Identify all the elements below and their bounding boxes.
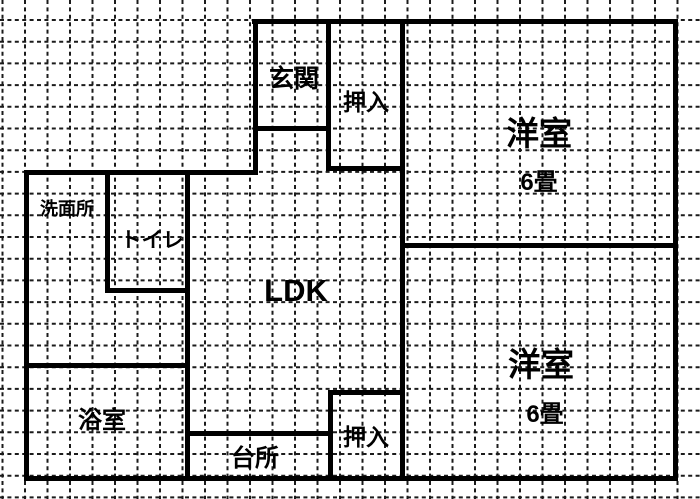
room-label-oshiire-upper: 押入: [343, 89, 389, 115]
room-label-yoshitsu-upper: 洋室: [506, 115, 572, 152]
wall-ldk-west: [185, 170, 190, 481]
wall-exterior-step-north: [24, 170, 258, 175]
wall-kitchen-north: [185, 431, 333, 436]
wall-toilet-west: [105, 170, 110, 293]
wall-exterior-left: [24, 170, 29, 481]
room-size-yoshitsu-upper: 6畳: [520, 169, 557, 196]
room-label-yoshitsu-lower: 洋室: [508, 346, 574, 383]
wall-oshiire-lower-north: [328, 390, 405, 395]
wall-genkan-east: [326, 19, 331, 171]
wall-yoshitsu-west: [400, 19, 405, 481]
wall-oshiire-lower-west: [328, 390, 333, 481]
wall-oshiire-upper-south: [326, 166, 405, 171]
walls: [24, 19, 678, 481]
room-label-toilet: トイレ: [121, 229, 184, 252]
wall-exterior-top: [252, 19, 678, 24]
room-label-ldk: LDK: [264, 273, 328, 308]
room-label-kitchen: 台所: [231, 444, 279, 472]
wall-exterior-right: [673, 19, 678, 481]
wall-yoshitsu-divider: [400, 243, 678, 248]
room-label-senmenjo: 洗面所: [40, 198, 94, 219]
wall-genkan-south: [253, 126, 331, 131]
room-label-oshiire-lower: 押入: [343, 424, 389, 450]
wall-toilet-south: [105, 288, 190, 293]
room-size-yoshitsu-lower: 6畳: [526, 401, 563, 428]
wall-bathroom-north: [26, 363, 188, 368]
wall-exterior-bottom: [24, 476, 678, 481]
room-labels: 玄関 押入 洋室 6畳 洗面所 トイレ LDK 浴室 台所 押入 洋室 6畳: [40, 64, 574, 472]
room-label-bathroom: 浴室: [78, 406, 126, 434]
wall-genkan-west: [253, 19, 258, 175]
room-label-genkan: 玄関: [269, 64, 319, 93]
